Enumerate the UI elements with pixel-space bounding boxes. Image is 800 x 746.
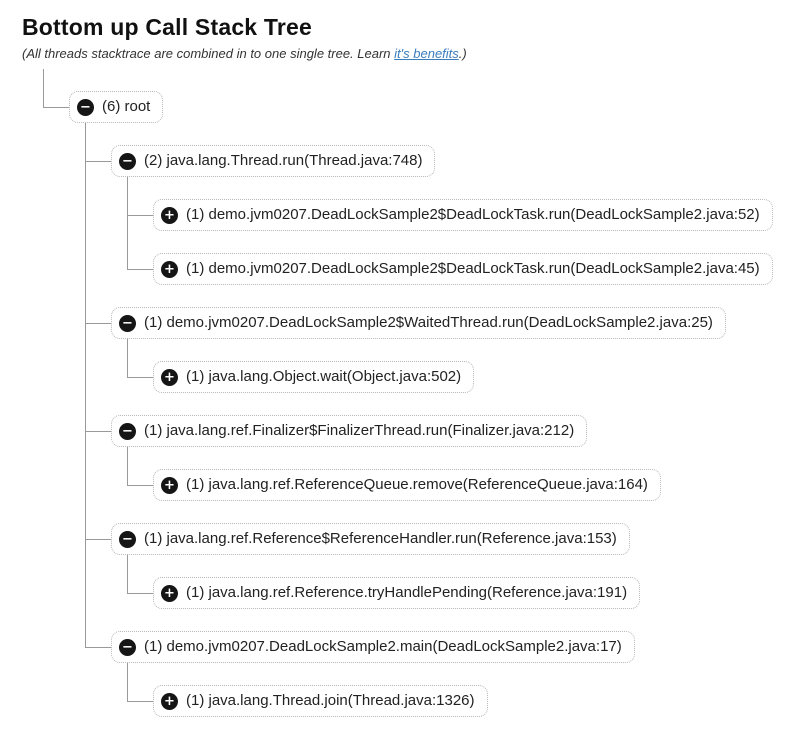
tree-node: −(2) java.lang.Thread.run(Thread.java:74… <box>85 123 790 285</box>
call-stack-node[interactable]: −(1) java.lang.ref.Finalizer$FinalizerTh… <box>111 415 588 447</box>
expand-icon[interactable]: + <box>161 260 178 278</box>
tree-node: −(6) root−(2) java.lang.Thread.run(Threa… <box>43 69 790 717</box>
tree-node: −(1) java.lang.ref.Reference$ReferenceHa… <box>85 501 790 609</box>
node-label: (1) java.lang.Thread.join(Thread.java:13… <box>186 692 475 709</box>
call-stack-tree: −(6) root−(2) java.lang.Thread.run(Threa… <box>43 69 790 717</box>
call-stack-node[interactable]: + (1) java.lang.ref.ReferenceQueue.remove… <box>153 469 661 501</box>
collapse-icon[interactable]: − <box>77 98 94 116</box>
page: Bottom up Call Stack Tree (All threads s… <box>22 14 790 717</box>
benefits-link[interactable]: it's benefits <box>394 46 459 61</box>
node-children: + (1) java.lang.ref.Reference.tryHandlePe… <box>127 555 790 609</box>
call-stack-node[interactable]: −(1) demo.jvm0207.DeadLockSample2$Waited… <box>111 307 726 339</box>
call-stack-node[interactable]: + (1) demo.jvm0207.DeadLockSample2$DeadLo… <box>153 253 773 285</box>
call-stack-node[interactable]: −(2) java.lang.Thread.run(Thread.java:74… <box>111 145 436 177</box>
expand-icon[interactable]: + <box>161 206 178 224</box>
call-stack-node[interactable]: + (1) java.lang.Object.wait(Object.java:5… <box>153 361 475 393</box>
node-children: + (1) demo.jvm0207.DeadLockSample2$DeadLo… <box>127 177 790 285</box>
node-label: (1) java.lang.ref.ReferenceQueue.remove(… <box>186 476 648 493</box>
node-children: −(2) java.lang.Thread.run(Thread.java:74… <box>85 123 790 717</box>
node-label: (1) demo.jvm0207.DeadLockSample2$WaitedT… <box>144 314 713 331</box>
tree-node: + (1) java.lang.Thread.join(Thread.java:1… <box>127 663 790 717</box>
tree-node: −(1) demo.jvm0207.DeadLockSample2.main(D… <box>85 609 790 717</box>
call-stack-node[interactable]: + (1) demo.jvm0207.DeadLockSample2$DeadLo… <box>153 199 773 231</box>
page-subtitle: (All threads stacktrace are combined in … <box>22 46 790 61</box>
collapse-icon[interactable]: − <box>119 638 136 656</box>
collapse-icon[interactable]: − <box>119 314 136 332</box>
expand-icon[interactable]: + <box>161 584 178 602</box>
page-title: Bottom up Call Stack Tree <box>22 14 313 40</box>
call-stack-node[interactable]: −(1) demo.jvm0207.DeadLockSample2.main(D… <box>111 631 635 663</box>
expand-icon[interactable]: + <box>161 476 178 494</box>
node-children: + (1) java.lang.Object.wait(Object.java:5… <box>127 339 790 393</box>
node-children: + (1) java.lang.ref.ReferenceQueue.remove… <box>127 447 790 501</box>
call-stack-node[interactable]: + (1) java.lang.Thread.join(Thread.java:1… <box>153 685 488 717</box>
tree-node: + (1) demo.jvm0207.DeadLockSample2$DeadLo… <box>127 231 790 285</box>
node-label: (1) java.lang.ref.Reference.tryHandlePen… <box>186 584 628 601</box>
call-stack-node[interactable]: −(1) java.lang.ref.Reference$ReferenceHa… <box>111 523 630 555</box>
tree-node: + (1) java.lang.ref.Reference.tryHandlePe… <box>127 555 790 609</box>
tree-node: + (1) java.lang.Object.wait(Object.java:5… <box>127 339 790 393</box>
node-label: (1) java.lang.ref.Reference$ReferenceHan… <box>144 530 617 547</box>
collapse-icon[interactable]: − <box>119 152 136 170</box>
node-label: (1) java.lang.Object.wait(Object.java:50… <box>186 368 462 385</box>
call-stack-node[interactable]: −(6) root <box>69 91 164 123</box>
node-label: (1) demo.jvm0207.DeadLockSample2.main(De… <box>144 638 622 655</box>
subtitle-suffix: .) <box>458 46 467 61</box>
call-stack-node[interactable]: + (1) java.lang.ref.Reference.tryHandlePe… <box>153 577 641 609</box>
collapse-icon[interactable]: − <box>119 422 136 440</box>
node-label: (1) demo.jvm0207.DeadLockSample2$DeadLoc… <box>186 206 760 223</box>
node-label: (1) java.lang.ref.Finalizer$FinalizerThr… <box>144 422 575 439</box>
expand-icon[interactable]: + <box>161 368 178 386</box>
subtitle-text: (All threads stacktrace are combined in … <box>22 46 395 61</box>
expand-icon[interactable]: + <box>161 692 178 710</box>
tree-node: + (1) demo.jvm0207.DeadLockSample2$DeadLo… <box>127 177 790 231</box>
tree-node: + (1) java.lang.ref.ReferenceQueue.remove… <box>127 447 790 501</box>
collapse-icon[interactable]: − <box>119 530 136 548</box>
node-label: (2) java.lang.Thread.run(Thread.java:748… <box>144 152 423 169</box>
tree-node: −(1) java.lang.ref.Finalizer$FinalizerTh… <box>85 393 790 501</box>
node-children: + (1) java.lang.Thread.join(Thread.java:1… <box>127 663 790 717</box>
node-label: (6) root <box>102 98 151 115</box>
tree-node: −(1) demo.jvm0207.DeadLockSample2$Waited… <box>85 285 790 393</box>
node-label: (1) demo.jvm0207.DeadLockSample2$DeadLoc… <box>186 260 760 277</box>
